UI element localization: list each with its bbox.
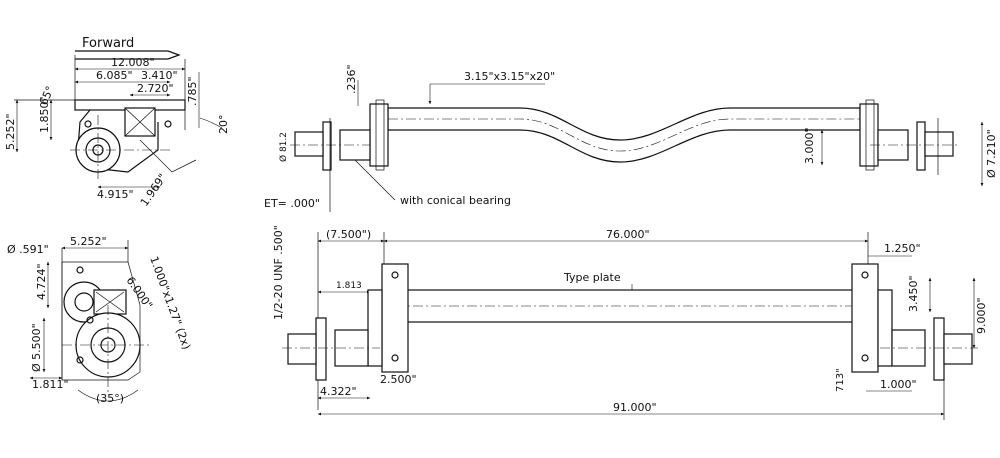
cranked-axle-tube [387, 107, 861, 163]
dim-5252-vertical: 5.252" [4, 113, 17, 150]
forward-arrow-icon [75, 50, 181, 60]
dim-1813: 1.813 [336, 281, 362, 291]
dim-0591: Ø .591" [7, 243, 49, 256]
dim-thread: 1/2-20 UNF .500" [272, 225, 285, 320]
dim-20deg: 20° [217, 115, 230, 135]
dim-4322: 4.322" [320, 385, 357, 398]
dim-713: 713" [835, 368, 846, 392]
dim-dia-left: Ø 81.2 [278, 132, 289, 162]
dim-5252-horizontal: 5.252" [70, 235, 107, 248]
dim-236: .236" [345, 64, 358, 94]
dim-91000: 91.000" [613, 401, 657, 414]
dim-7500: (7.500") [326, 228, 371, 241]
dim-2500: 2.500" [380, 373, 417, 386]
dim-9000: 9.000" [975, 297, 988, 334]
side-view-bottom: Ø .591" 5.252" 4.724" Ø 5.500" 6.000" 1.… [7, 235, 193, 405]
dim-3410: 3.410" [141, 69, 178, 82]
dim-tube: 3.15"x3.15"x20" [464, 70, 555, 83]
dim-1000b: 1.000" [880, 378, 917, 391]
dim-1850: 1.850" [38, 96, 51, 133]
dim-1969: 1.969" [138, 171, 170, 208]
dim-3450: 3.450" [907, 275, 920, 312]
dim-7210: Ø 7.210" [985, 129, 998, 178]
dim-4724: 4.724" [35, 263, 48, 300]
dim-2720: 2.720" [137, 82, 174, 95]
side-view-top: Forward 12.008" 6.085" 3.410" 2.720" .78… [4, 36, 230, 209]
dim-4915: 4.915" [97, 188, 134, 201]
dim-1250: 1.250" [884, 242, 921, 255]
note-conical-bearing: with conical bearing [400, 194, 511, 207]
dim-et: ET= .000" [264, 197, 320, 210]
type-plate-label: Type plate [563, 271, 621, 284]
dim-1811: 1.811" [32, 378, 69, 391]
dim-12008: 12.008" [111, 56, 155, 69]
forward-label: Forward [82, 36, 134, 51]
dim-3000: 3.000" [803, 127, 816, 164]
top-view-axle: .236" 3.15"x3.15"x20" Ø 81.2 Ø 7.210" 3.… [264, 64, 998, 212]
bottom-view-axle: 1/2-20 UNF .500" (7.500") 76.000" 1.250"… [272, 225, 988, 420]
dim-6000: 6.000" [124, 274, 156, 311]
dim-35deg: (35°) [96, 392, 124, 405]
dim-5500: Ø 5.500" [30, 323, 43, 372]
dim-785: .785" [186, 76, 199, 106]
dim-76000: 76.000" [606, 228, 650, 241]
dim-6085: 6.085" [96, 69, 133, 82]
